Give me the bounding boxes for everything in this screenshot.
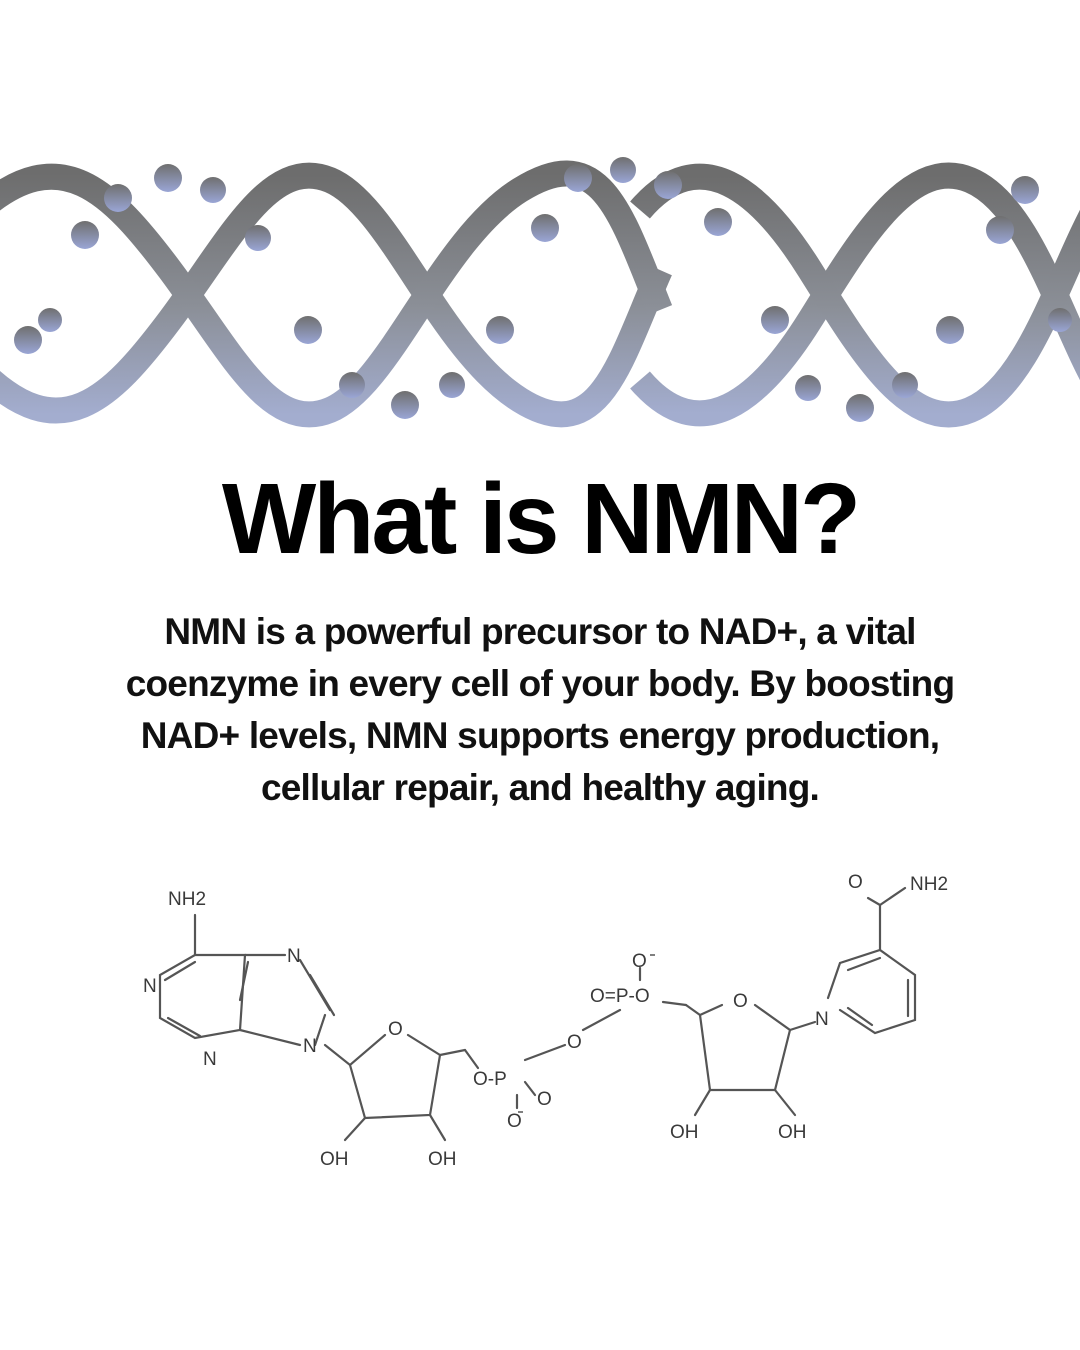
nh2-label: NH2 bbox=[168, 889, 206, 910]
dna-strands bbox=[0, 160, 1080, 428]
oh-label: OH bbox=[428, 1149, 457, 1170]
dna-base-pairs bbox=[123, 180, 1053, 390]
phosphate-label: O=P-O bbox=[590, 986, 650, 1007]
description-line: cellular repair, and healthy aging. bbox=[260, 767, 820, 808]
description-line: NAD+ levels, NMN supports energy product… bbox=[140, 715, 940, 756]
dna-helix-banner bbox=[0, 157, 1080, 428]
amide-oxygen-label: O bbox=[848, 872, 863, 893]
molecule-atom-labels: NH2 N N N N O OH OH O-P O O O O O=P-O O … bbox=[143, 872, 948, 1170]
nad-molecule-diagram: NH2 N N N N O OH OH O-P O O O O O=P-O O … bbox=[143, 872, 948, 1170]
oxygen-label: O bbox=[507, 1111, 522, 1132]
oxygen-label: O bbox=[537, 1089, 552, 1110]
n-label: N bbox=[303, 1036, 317, 1057]
page-title: What is NMN? bbox=[221, 463, 861, 575]
n-label: N bbox=[287, 946, 301, 967]
bridge-oxygen-label: O bbox=[567, 1032, 582, 1053]
ring-oxygen-label: O bbox=[388, 1019, 403, 1040]
description-line: NMN is a powerful precursor to NAD+, a v… bbox=[164, 611, 916, 652]
description-paragraph: NMN is a powerful precursor to NAD+, a v… bbox=[40, 606, 1040, 814]
n-label: N bbox=[143, 976, 157, 997]
molecule-bonds bbox=[158, 886, 917, 1142]
n-label: N bbox=[203, 1049, 217, 1070]
description-line: coenzyme in every cell of your body. By … bbox=[125, 663, 955, 704]
oxygen-label: O bbox=[632, 951, 647, 972]
oh-label: OH bbox=[320, 1149, 349, 1170]
oh-label: OH bbox=[670, 1122, 699, 1143]
n-plus-label: N bbox=[815, 1009, 829, 1030]
dna-nucleotide-dots bbox=[14, 157, 1072, 422]
ring-oxygen-label: O bbox=[733, 991, 748, 1012]
oh-label: OH bbox=[778, 1122, 807, 1143]
nh2-label: NH2 bbox=[910, 874, 948, 895]
phosphate-label: O-P bbox=[473, 1069, 507, 1090]
